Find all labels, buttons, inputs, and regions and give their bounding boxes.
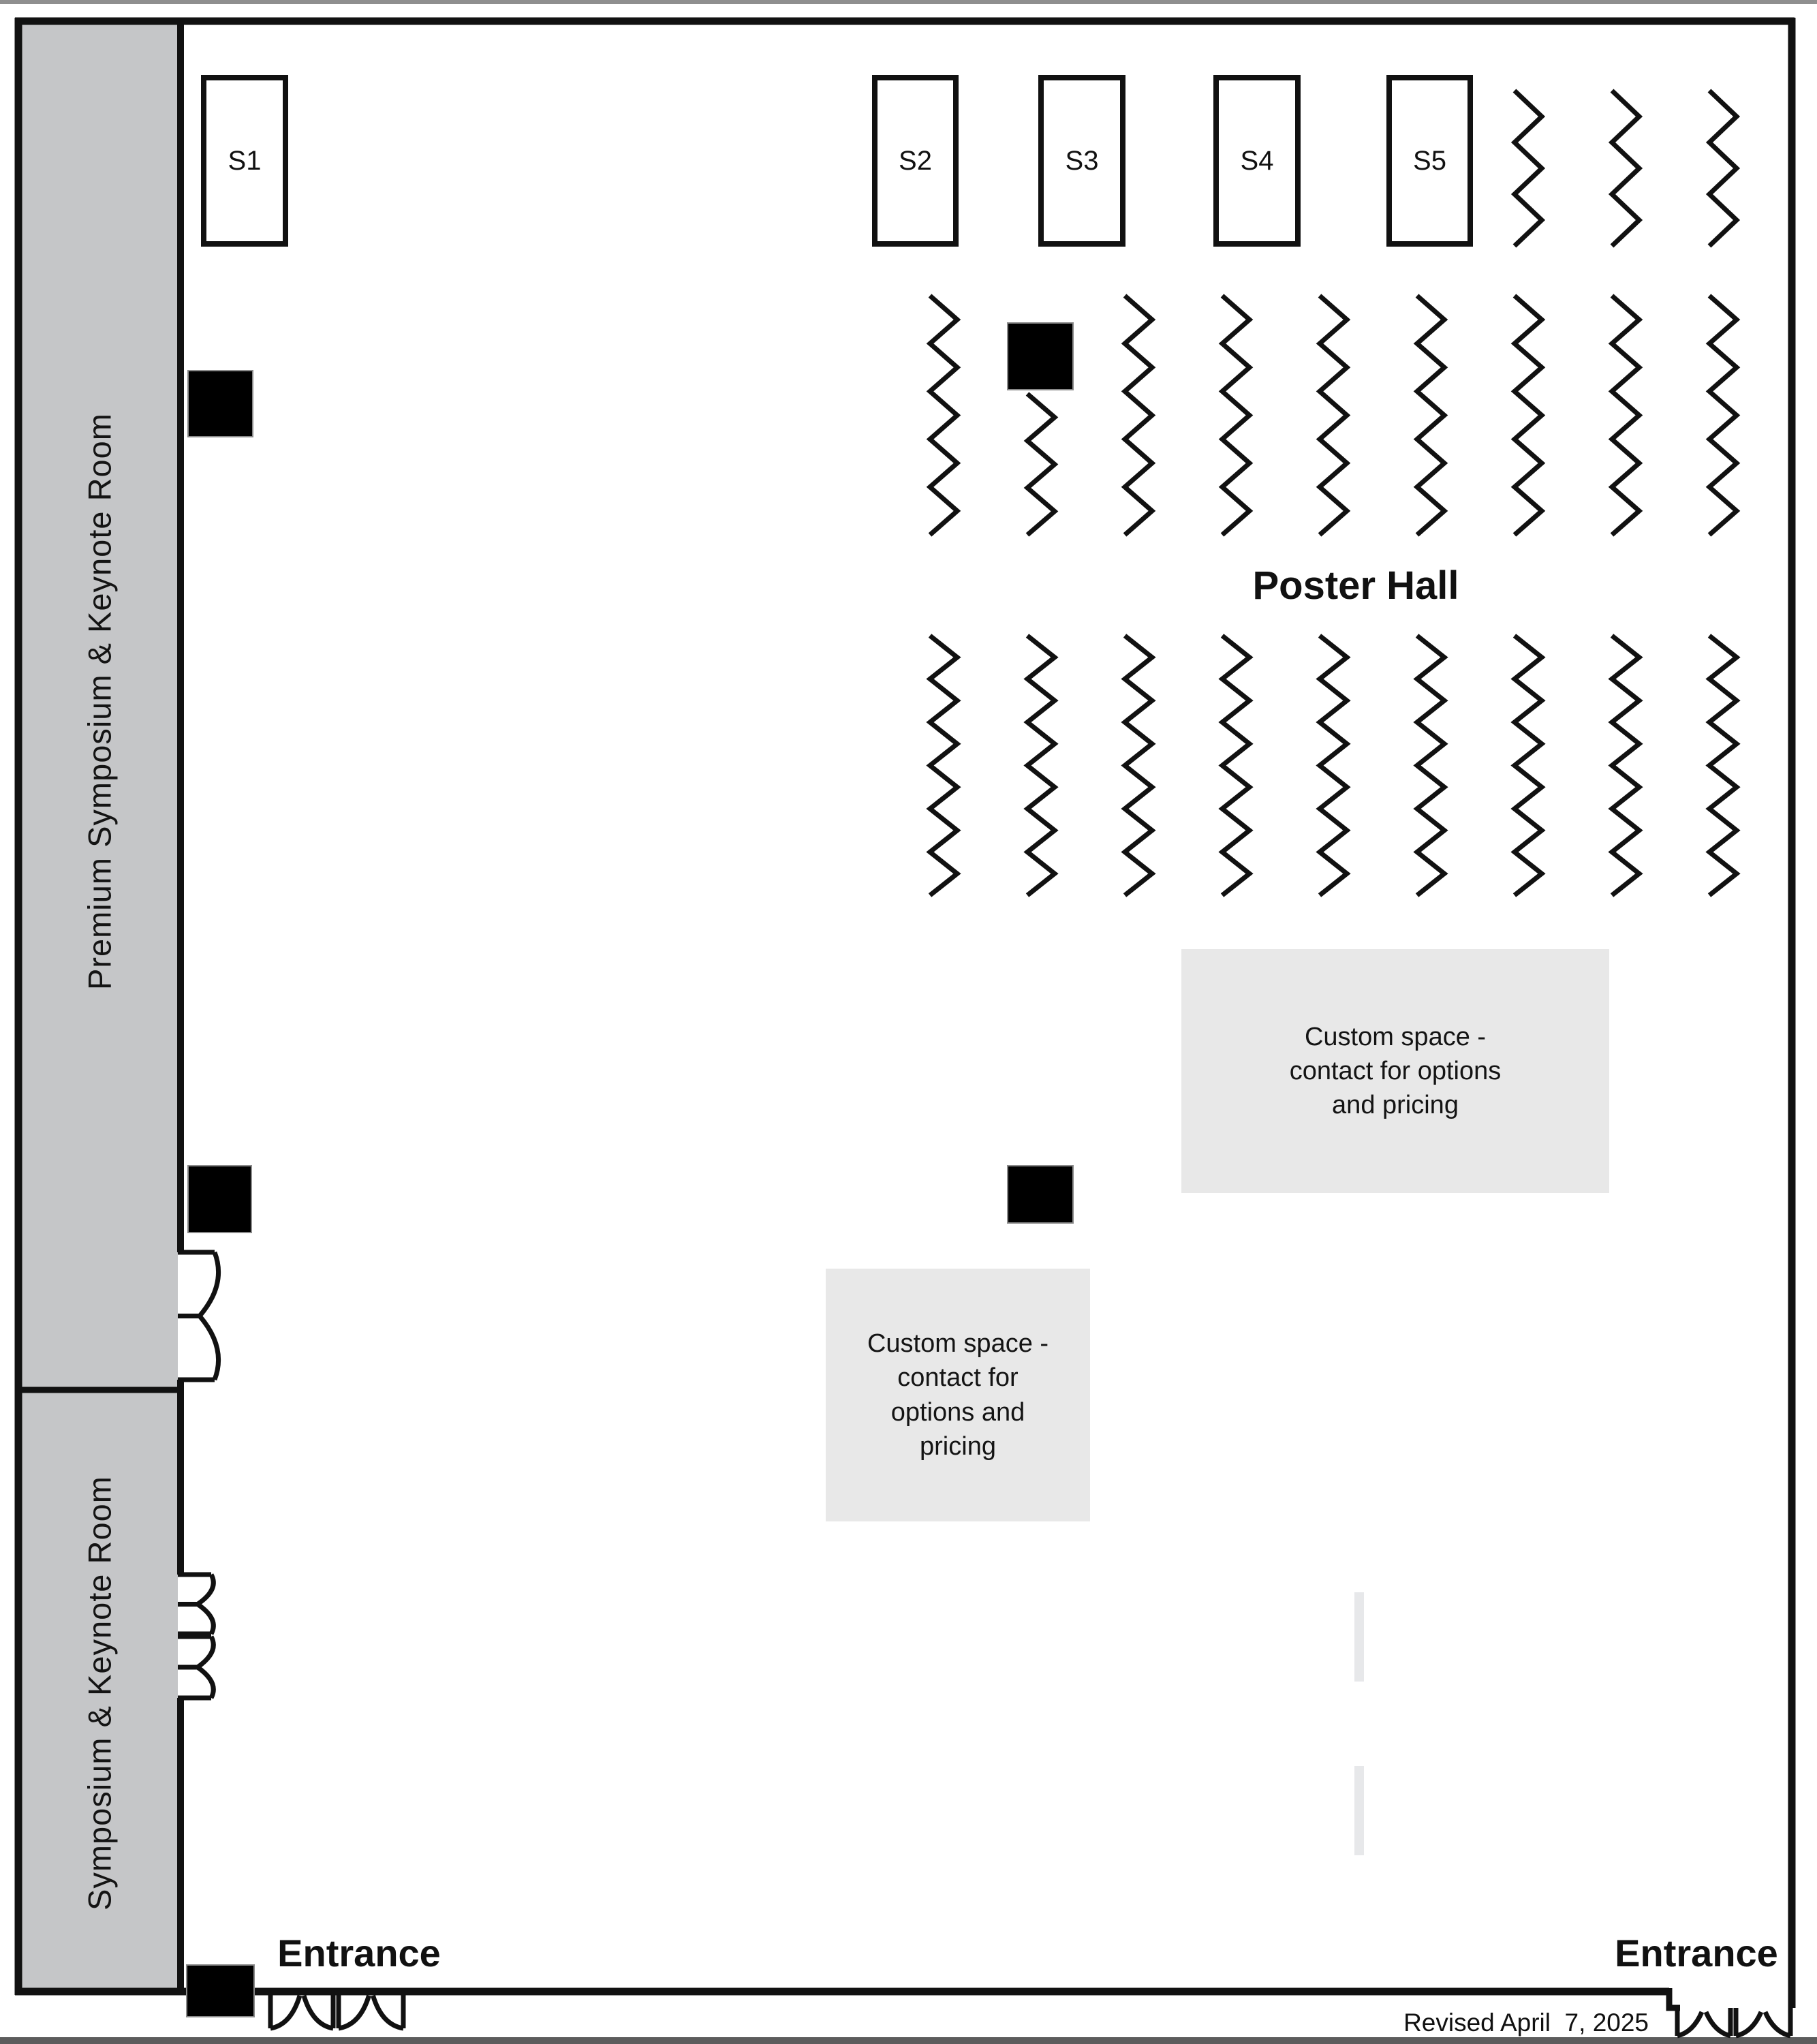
- booth-s1: S1: [201, 75, 288, 247]
- revision-note: Revised April 7, 2025: [1403, 2009, 1649, 2037]
- poster-board-zigzag: [926, 294, 961, 537]
- booth-s2: S2: [872, 75, 959, 247]
- screenshot-bottom-edge: [0, 2037, 1817, 2044]
- entrance-door-swing: [336, 1992, 406, 2031]
- pillar-column: [1007, 1165, 1074, 1224]
- poster-board-zigzag: [1608, 634, 1643, 897]
- shelf-dash: [1354, 1766, 1364, 1855]
- poster-board-zigzag: [1316, 634, 1351, 897]
- screenshot-top-edge: [0, 0, 1817, 4]
- booth-s5-label: S5: [1413, 145, 1446, 176]
- custom-space-area-left: Custom space - contact for options and p…: [826, 1269, 1090, 1521]
- pillar-column: [187, 1165, 252, 1233]
- poster-board-zigzag: [1608, 294, 1643, 537]
- pillar-column: [186, 1964, 255, 2017]
- custom-space-text-line: contact for options: [1289, 1056, 1502, 1085]
- booth-s1-label: S1: [228, 145, 262, 176]
- entrance-door-swing: [268, 1992, 336, 2031]
- poster-board-zigzag: [926, 634, 961, 897]
- shelf-dash: [1354, 1592, 1364, 1682]
- custom-space-text-line: Custom space -: [867, 1329, 1049, 1359]
- poster-hall-title: Poster Hall: [1252, 563, 1459, 608]
- poster-board-zigzag: [1705, 294, 1741, 537]
- poster-board-zigzag: [1510, 89, 1546, 248]
- entrance-door-swing: [1733, 2008, 1793, 2039]
- booth-s3-label: S3: [1065, 145, 1099, 176]
- entrance-label-west: Entrance: [277, 1932, 441, 1975]
- custom-space-text-line: and pricing: [1332, 1091, 1459, 1120]
- poster-board-zigzag: [1121, 634, 1156, 897]
- poster-board-zigzag: [1218, 294, 1254, 537]
- door-swing-double: [178, 1250, 221, 1382]
- custom-space-text-line: Custom space -: [1304, 1022, 1487, 1051]
- booth-s3: S3: [1038, 75, 1125, 247]
- booth-s2-label: S2: [899, 145, 932, 176]
- poster-board-zigzag: [1023, 392, 1059, 537]
- custom-space-text-line: contact for: [897, 1363, 1019, 1393]
- poster-board-zigzag: [1316, 294, 1351, 537]
- poster-board-zigzag: [1705, 89, 1741, 248]
- poster-board-zigzag: [1413, 634, 1448, 897]
- poster-board-zigzag: [1705, 634, 1741, 897]
- pillar-column: [187, 370, 253, 437]
- poster-board-zigzag: [1121, 294, 1156, 537]
- poster-board-zigzag: [1218, 634, 1254, 897]
- keynote-rooms-band: [22, 25, 178, 1989]
- booth-s4-label: S4: [1240, 145, 1274, 176]
- custom-space-text-line: pricing: [920, 1431, 996, 1461]
- custom-space-area-right: Custom space - contact for options and p…: [1181, 949, 1609, 1193]
- poster-board-zigzag: [1608, 89, 1643, 248]
- bottom-wall-step: [1666, 1988, 1680, 2011]
- custom-space-text-line: options and: [890, 1397, 1025, 1427]
- poster-board-zigzag: [1510, 294, 1546, 537]
- poster-board-zigzag: [1023, 634, 1059, 897]
- door-swing-double: [178, 1634, 216, 1701]
- generated-symbols: [178, 89, 1793, 2039]
- entrance-label-east: Entrance: [1615, 1932, 1778, 1975]
- booth-s5: S5: [1386, 75, 1473, 247]
- booth-s4: S4: [1213, 75, 1301, 247]
- pillar-column: [1007, 322, 1074, 390]
- entrance-door-swing: [1675, 2008, 1733, 2039]
- poster-board-zigzag: [1413, 294, 1448, 537]
- poster-board-zigzag: [1510, 634, 1546, 897]
- door-swing-double: [178, 1572, 216, 1637]
